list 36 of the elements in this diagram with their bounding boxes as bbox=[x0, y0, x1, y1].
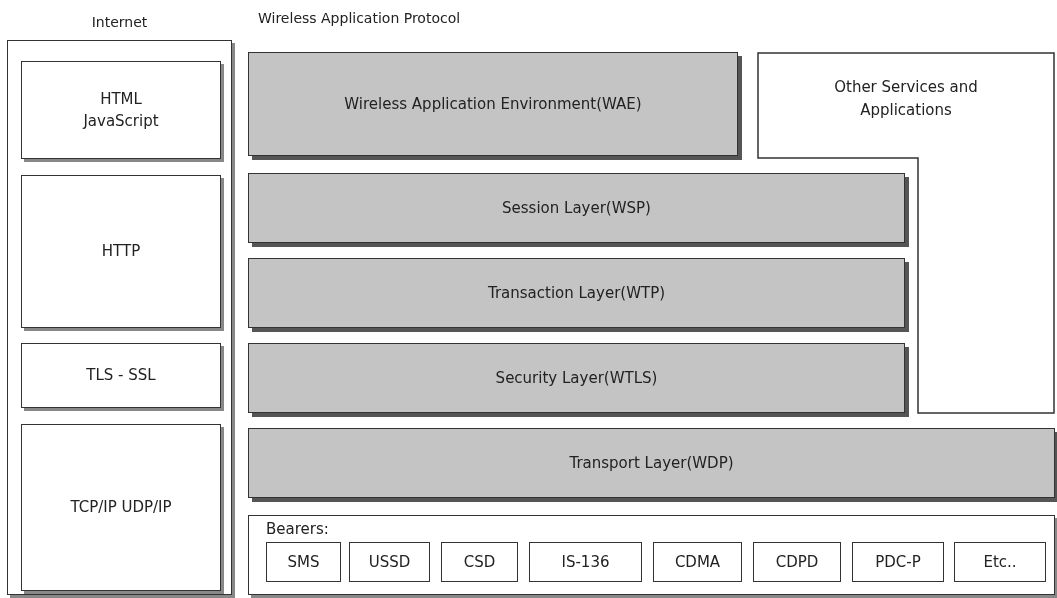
layer-name: Transaction Layer(WTP) bbox=[487, 282, 666, 304]
bearer-box bbox=[266, 542, 341, 582]
protocol-name: CDPD bbox=[775, 551, 819, 573]
protocol-name: PDC-P bbox=[875, 551, 921, 573]
layer-name: Session Layer(WSP) bbox=[502, 197, 651, 219]
protocol-name: TLS - SSL bbox=[85, 365, 157, 387]
bearer-box bbox=[349, 542, 430, 582]
protocol-box bbox=[21, 424, 221, 591]
bearer-box bbox=[653, 542, 742, 582]
bearer-box bbox=[852, 542, 944, 582]
protocol-name: Etc.. bbox=[983, 551, 1017, 573]
protocol-name: SMS bbox=[287, 551, 320, 573]
box-text: Other Services and Applications bbox=[833, 77, 979, 121]
protocol-name: CDMA bbox=[674, 551, 721, 573]
bearer-box bbox=[954, 542, 1046, 582]
layer-name: Transport Layer(WDP) bbox=[569, 452, 734, 474]
bearers-panel bbox=[248, 515, 1055, 595]
protocol-name: IS-136 bbox=[561, 551, 610, 573]
protocol-box bbox=[21, 175, 221, 328]
protocol-name: HTML JavaScript bbox=[81, 88, 160, 132]
protocol-box bbox=[21, 343, 221, 408]
internet-panel bbox=[7, 40, 232, 595]
protocol-box bbox=[21, 61, 221, 159]
protocol-name: TCP/IP UDP/IP bbox=[69, 497, 173, 519]
layer-name: Wireless Application Environment(WAE) bbox=[344, 93, 642, 115]
layer-name: Security Layer(WTLS) bbox=[495, 367, 658, 389]
services-box bbox=[757, 52, 1055, 414]
panel-heading: Internet bbox=[90, 13, 149, 32]
bearer-box bbox=[441, 542, 518, 582]
protocol-name: USSD bbox=[368, 551, 411, 573]
panel-heading: Bearers: bbox=[266, 519, 329, 540]
protocol-name: CSD bbox=[463, 551, 496, 573]
bearer-box bbox=[753, 542, 841, 582]
section-heading: Wireless Application Protocol bbox=[258, 10, 461, 26]
protocol-name: HTTP bbox=[100, 241, 142, 263]
bearer-box bbox=[529, 542, 642, 582]
